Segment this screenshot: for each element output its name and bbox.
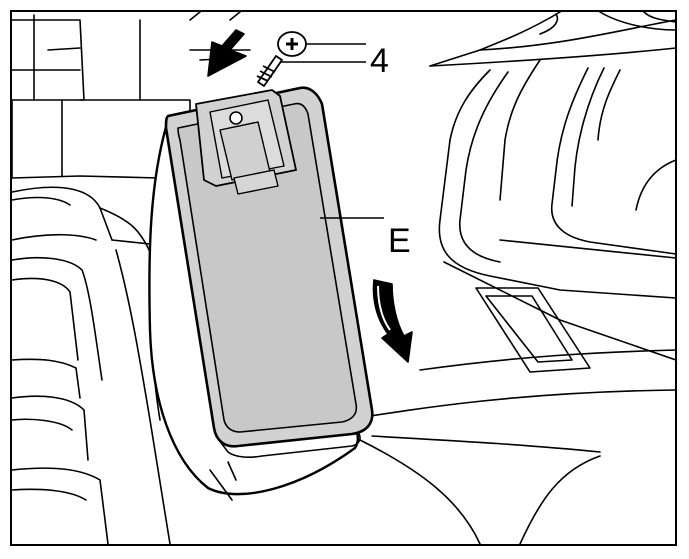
curved-arrow-down-icon (372, 279, 413, 363)
arrow-down-icon (207, 29, 247, 77)
label-cover: E (388, 222, 411, 260)
cover-panel (164, 86, 374, 458)
background-interior (11, 11, 677, 545)
label-screw: 4 (370, 42, 389, 80)
diagram-border (10, 10, 677, 546)
screw-icon (256, 31, 307, 87)
leader-lines (280, 43, 384, 219)
